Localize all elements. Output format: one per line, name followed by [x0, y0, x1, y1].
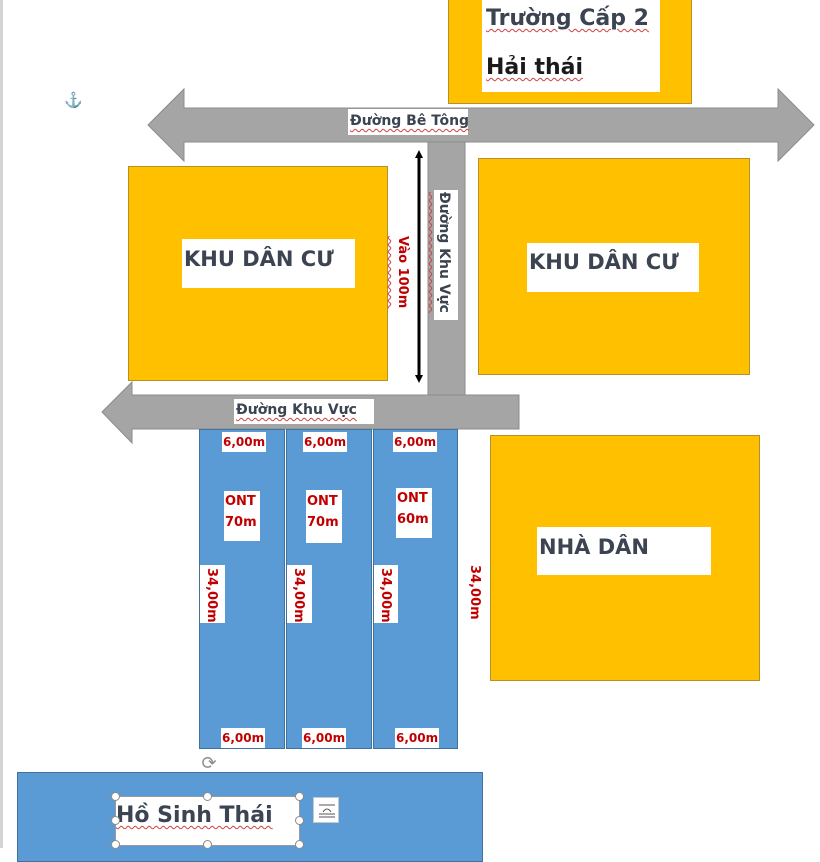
lot-1-info: ONT 70m	[224, 491, 260, 541]
lot-3-info: ONT 60m	[396, 488, 432, 538]
lake-label-selected[interactable]: Hồ Sinh Thái	[115, 796, 300, 846]
lot-2-bottom-width: 6,00m	[302, 728, 346, 748]
lot-2-top-width: 6,00m	[303, 432, 347, 452]
selection-handle-top-middle[interactable]	[203, 792, 212, 801]
school-name-line2: Hải thái	[486, 55, 584, 80]
lot-2-depth: 34,00m	[287, 565, 312, 623]
main-road-label: Đường Bê Tông	[348, 109, 469, 135]
distance-arrow-head-top	[415, 150, 423, 158]
right-residential-label: KHU DÂN CƯ	[527, 243, 699, 292]
selection-handle-middle-left[interactable]	[111, 816, 120, 825]
selection-handle-middle-right[interactable]	[295, 816, 304, 825]
distance-arrow-head-bottom	[415, 375, 423, 383]
layout-options-icon[interactable]	[313, 797, 339, 823]
layout-options-glyph	[319, 804, 335, 818]
anchor-icon[interactable]: ⚓	[64, 92, 83, 109]
house-label: NHÀ DÂN	[537, 527, 711, 575]
vertical-road-label: Đường Khu Vực	[434, 190, 458, 320]
left-residential-label: KHU DÂN CƯ	[182, 239, 355, 288]
lot-2-info: ONT 70m	[306, 490, 342, 543]
lot-3-top-width: 6,00m	[393, 432, 437, 452]
lot-3-bottom-width: 6,00m	[395, 728, 439, 748]
lot-3-depth: 34,00m	[374, 565, 398, 623]
selection-handle-top-left[interactable]	[111, 792, 120, 801]
main-road-arrow	[147, 87, 815, 163]
rotate-handle-icon[interactable]: ⟳	[201, 753, 217, 773]
page-edge	[0, 0, 3, 848]
distance-label: Vào 100m	[395, 236, 410, 309]
horizontal-road-label: Đường Khu Vực	[234, 399, 374, 424]
school-label: Trường Cấp 2 Hải thái	[482, 0, 660, 92]
lot-1-bottom-width: 6,00m	[221, 728, 265, 748]
right-depth-label: 34,00m	[467, 565, 482, 620]
school-name-line1: Trường Cấp 2	[486, 6, 649, 31]
lot-1-depth: 34,00m	[200, 565, 225, 623]
lot-1-top-width: 6,00m	[222, 432, 266, 452]
selection-handle-top-right[interactable]	[295, 792, 304, 801]
